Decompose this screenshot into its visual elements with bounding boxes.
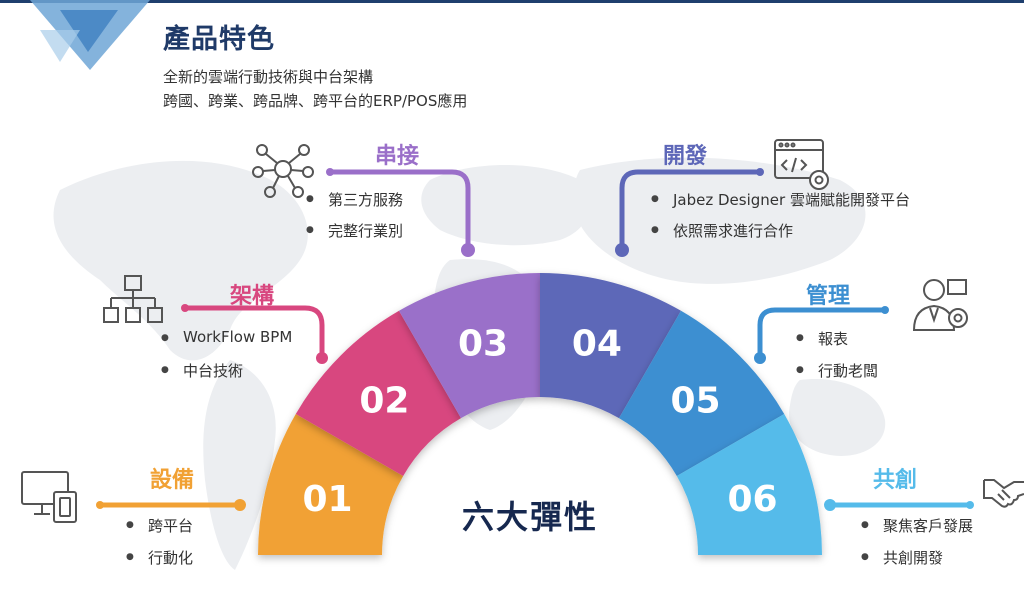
manager-gear-icon	[912, 279, 968, 331]
bullet-06-2: 共創開發	[861, 547, 943, 568]
heading-02: 架構	[230, 284, 275, 309]
segment-number-06: 06	[727, 479, 777, 520]
arch-segment-01	[258, 414, 404, 555]
segment-number-01: 01	[302, 479, 352, 520]
arch-segment-02	[295, 310, 461, 476]
devices-icon	[21, 471, 77, 523]
arch-segment-04	[540, 273, 681, 419]
arch-segment-06	[676, 414, 822, 555]
bullet-02-1: WorkFlow BPM	[161, 328, 292, 346]
connector-line-03	[327, 169, 471, 248]
bullet-03-2: 完整行業別	[306, 220, 403, 241]
bullet-06-1: 聚焦客戶發展	[861, 515, 973, 536]
bullet-01-1: 跨平台	[126, 515, 193, 536]
network-icon	[252, 144, 314, 198]
connector-line-05	[757, 307, 888, 358]
page-title: 產品特色	[163, 24, 275, 55]
arch-segment-05	[619, 310, 785, 476]
corner-decoration	[30, 0, 150, 70]
top-bar	[0, 0, 1024, 3]
bullet-02-2: 中台技術	[161, 360, 243, 381]
bullet-03-1: 第三方服務	[306, 189, 403, 210]
segment-number-02: 02	[359, 380, 409, 421]
bullet-01-2: 行動化	[126, 547, 193, 568]
hierarchy-icon	[103, 275, 163, 323]
bullet-04-2: 依照需求進行合作	[651, 220, 793, 241]
connector-line-04	[619, 169, 763, 248]
heading-03: 串接	[375, 144, 420, 169]
code-window-gear-icon	[774, 139, 829, 190]
bullet-05-1: 報表	[796, 328, 848, 349]
segment-number-03: 03	[458, 323, 508, 364]
segment-number-04: 04	[572, 323, 622, 364]
arch-segment-03	[399, 273, 540, 419]
center-label: 六大彈性	[462, 498, 599, 536]
heading-06: 共創	[873, 468, 918, 493]
subtitle-line-1: 全新的雲端行動技術與中台架構	[163, 68, 374, 86]
segment-number-05: 05	[671, 380, 721, 421]
handshake-icon	[983, 479, 1024, 508]
heading-04: 開發	[663, 144, 708, 169]
bullet-05-2: 行動老闆	[796, 360, 878, 381]
heading-05: 管理	[806, 284, 851, 309]
bullet-04-1: Jabez Designer 雲端賦能開發平台	[651, 189, 910, 210]
connector-line-02	[182, 305, 325, 358]
subtitle-line-2: 跨國、跨業、跨品牌、跨平台的ERP/POS應用	[163, 92, 468, 110]
heading-01: 設備	[150, 468, 195, 493]
